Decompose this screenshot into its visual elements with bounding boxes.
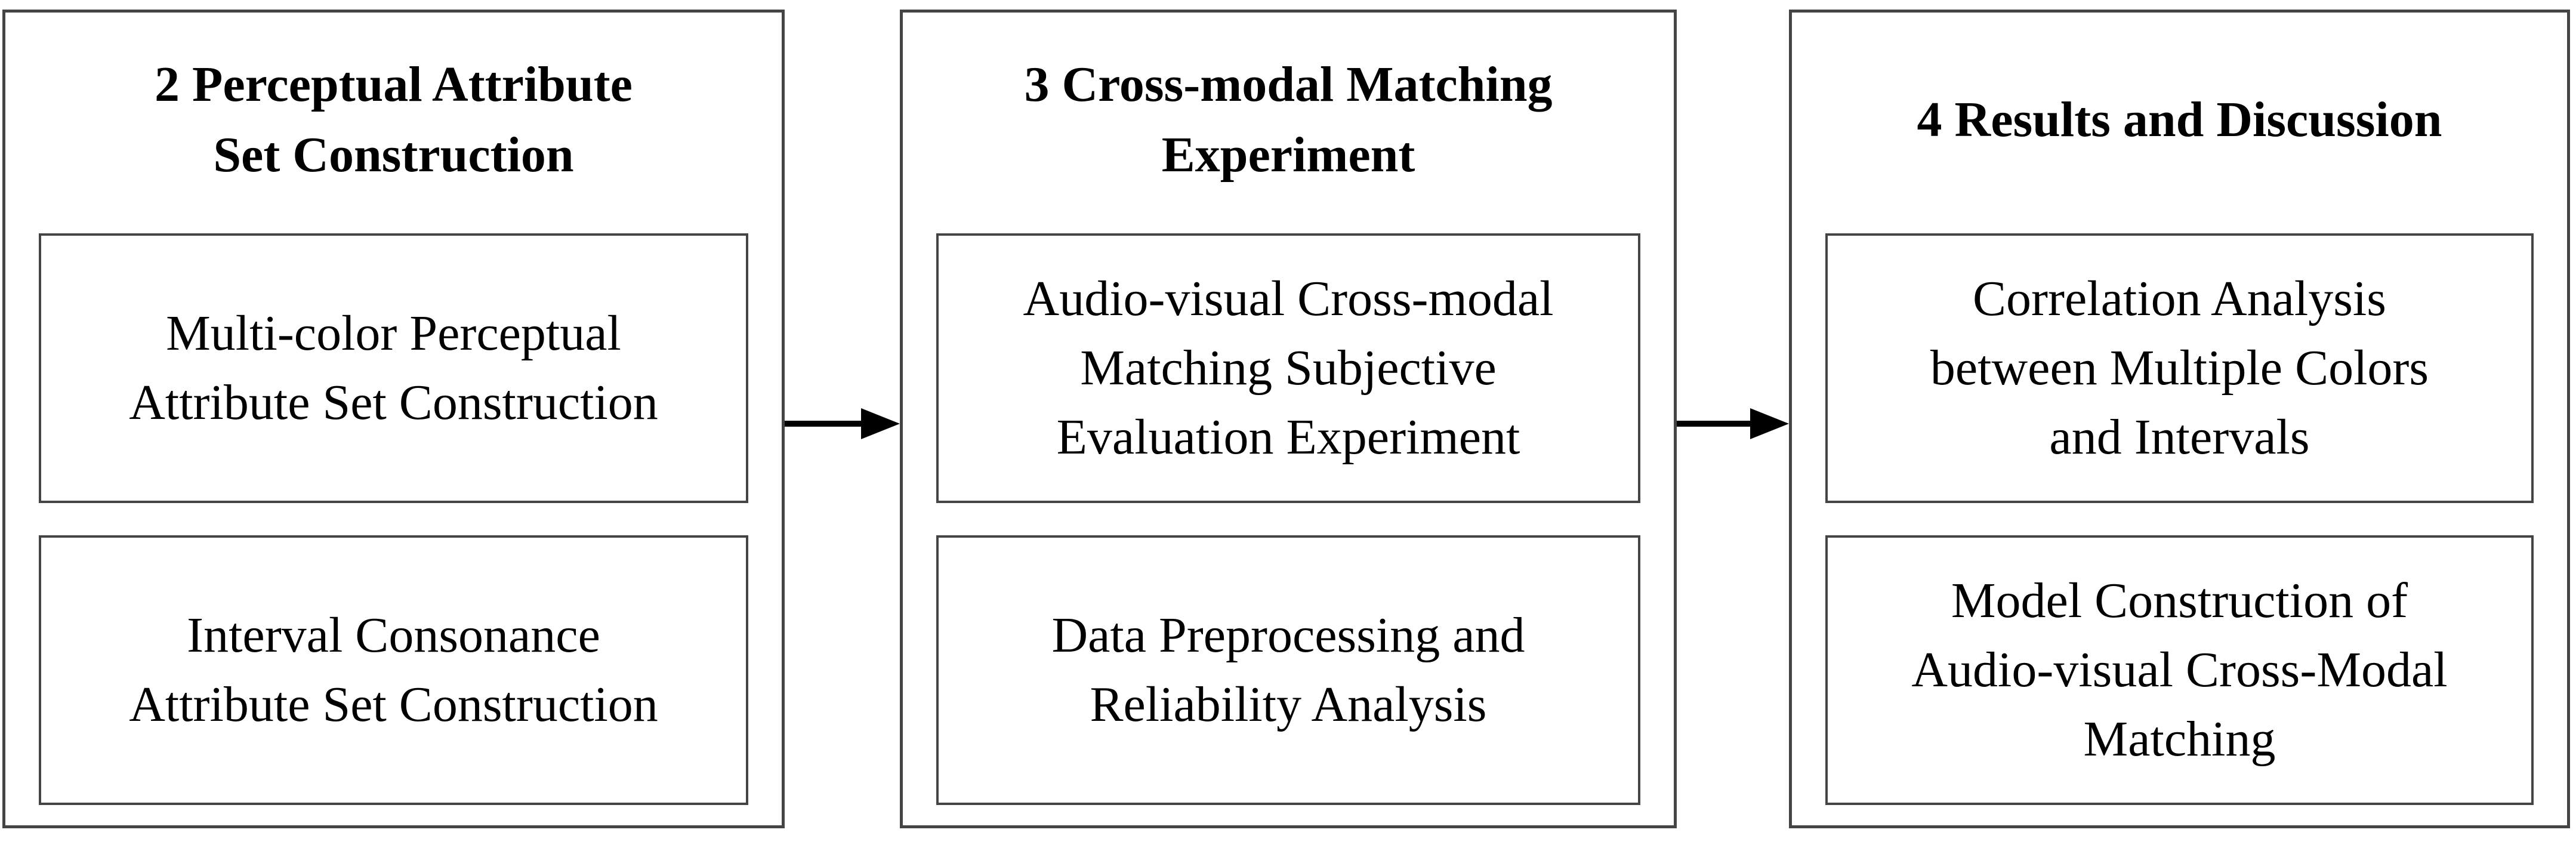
flow-arrow-icon — [785, 408, 900, 439]
section-title: 3 Cross-modal Matching Experiment — [1024, 57, 1553, 183]
flow-arrow-icon — [1677, 408, 1789, 439]
step-multi-color-attribute-set: Multi-color Perceptual Attribute Set Con… — [39, 233, 748, 503]
step-data-preprocessing: Data Preprocessing and Reliability Analy… — [936, 535, 1640, 805]
section-results-and-discussion: 4 Results and Discussion Correlation Ana… — [1789, 10, 2570, 828]
section-title: 2 Perceptual Attribute Set Construction — [155, 57, 633, 183]
section-cross-modal-matching-experiment: 3 Cross-modal Matching Experiment Audio-… — [900, 10, 1677, 828]
step-subjective-evaluation-experiment: Audio-visual Cross-modal Matching Subjec… — [936, 233, 1640, 503]
section-perceptual-attribute-set-construction: 2 Perceptual Attribute Set Construction … — [2, 10, 785, 828]
step-interval-consonance-attribute-set: Interval Consonance Attribute Set Constr… — [39, 535, 748, 805]
step-correlation-analysis: Correlation Analysis between Multiple Co… — [1825, 233, 2534, 503]
step-model-construction: Model Construction of Audio-visual Cross… — [1825, 535, 2534, 805]
section-title: 4 Results and Discussion — [1917, 92, 2442, 147]
